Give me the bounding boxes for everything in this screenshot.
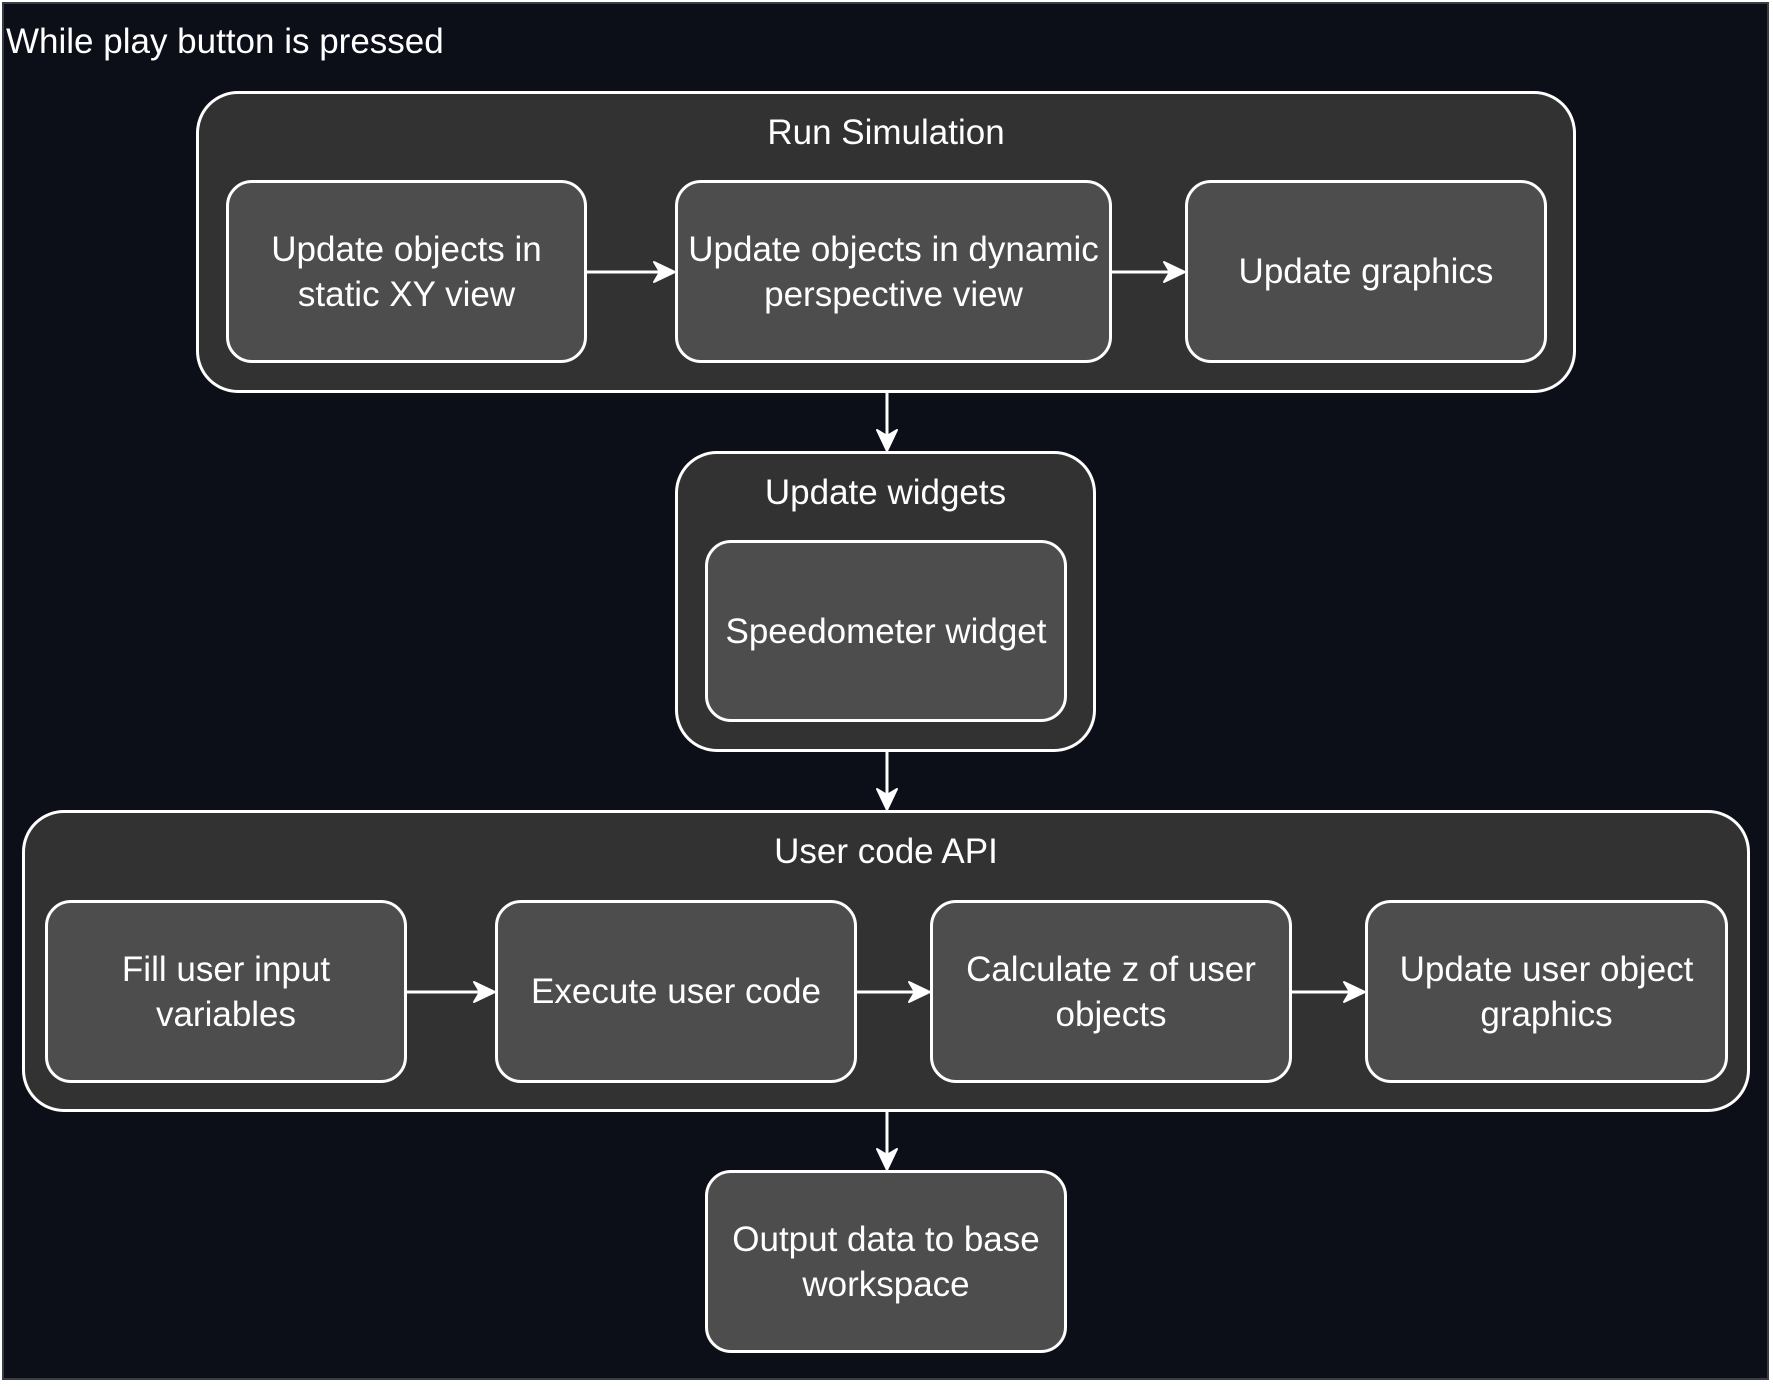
loop-label: While play button is pressed — [6, 22, 444, 61]
step-update-user-object-graphics-label: Update user object graphics — [1399, 949, 1694, 1034]
step-speedometer-widget: Speedometer widget — [705, 540, 1067, 722]
step-execute-user-code: Execute user code — [495, 900, 857, 1083]
step-update-static-xy-label: Update objects in static XY view — [271, 229, 542, 314]
step-execute-user-code-label: Execute user code — [531, 972, 821, 1011]
step-update-graphics-label: Update graphics — [1238, 252, 1494, 291]
step-update-dynamic-perspective: Update objects in dynamic perspective vi… — [675, 180, 1112, 363]
run-simulation-title: Run Simulation — [767, 113, 1005, 152]
step-output-data-label: Output data to base workspace — [732, 1219, 1040, 1304]
step-update-static-xy: Update objects in static XY view — [226, 180, 587, 363]
step-update-user-object-graphics: Update user object graphics — [1365, 900, 1728, 1083]
step-update-graphics: Update graphics — [1185, 180, 1547, 363]
step-fill-user-input-label: Fill user input variables — [121, 949, 331, 1034]
step-calculate-z-label: Calculate z of user objects — [966, 949, 1256, 1034]
step-speedometer-widget-label: Speedometer widget — [725, 611, 1047, 651]
step-update-dynamic-perspective-label: Update objects in dynamic perspective vi… — [688, 229, 1099, 314]
update-widgets-title: Update widgets — [764, 473, 1007, 512]
step-fill-user-input: Fill user input variables — [45, 900, 407, 1083]
step-output-data: Output data to base workspace — [705, 1170, 1067, 1353]
user-code-api-title: User code API — [774, 832, 998, 871]
step-calculate-z: Calculate z of user objects — [930, 900, 1292, 1083]
